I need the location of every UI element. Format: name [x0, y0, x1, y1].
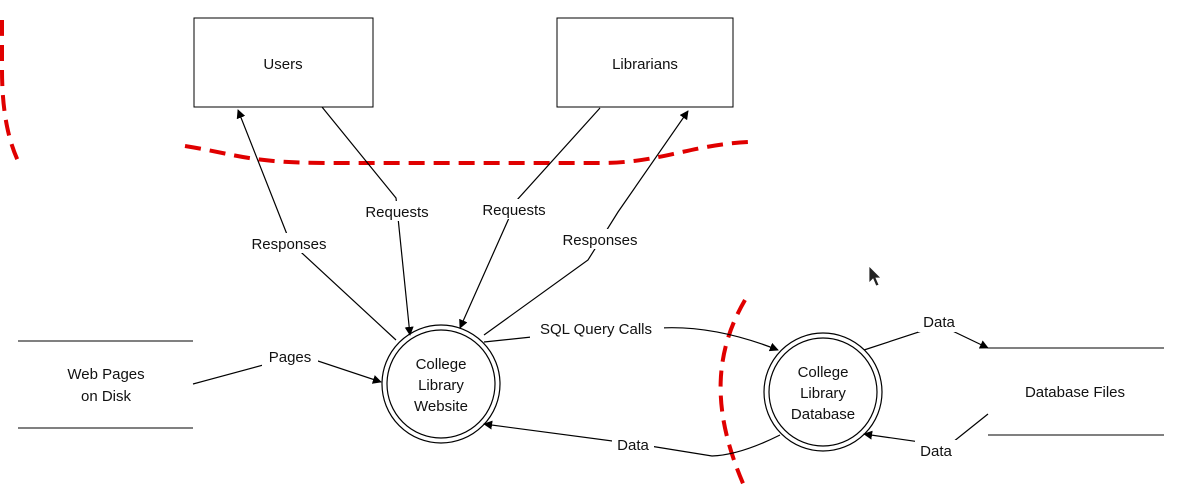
process-database-line1: College: [798, 364, 849, 381]
process-database-line2: Library: [800, 385, 846, 402]
entity-users[interactable]: Users: [193, 17, 374, 108]
flow-users-responses[interactable]: [236, 109, 397, 341]
trust-boundary-right: [718, 298, 747, 489]
label-users-requests: Requests: [365, 204, 428, 221]
label-librarians-responses: Responses: [562, 232, 637, 249]
store-web-pages-line1: Web Pages: [67, 366, 144, 383]
process-website-line2: Library: [418, 377, 464, 394]
entity-users-label: Users: [263, 56, 302, 73]
label-sql-calls: SQL Query Calls: [540, 321, 652, 338]
label-pages: Pages: [269, 349, 312, 366]
process-website-line3: Website: [414, 398, 468, 415]
flow-db-to-website[interactable]: [483, 420, 781, 457]
entity-librarians-label: Librarians: [612, 56, 678, 73]
mouse-cursor-icon: [868, 265, 882, 287]
process-website[interactable]: College Library Website: [381, 324, 501, 444]
label-db-to-files: Data: [923, 314, 955, 331]
store-web-pages[interactable]: Web Pages on Disk: [18, 340, 193, 429]
process-database-line3: Database: [791, 406, 855, 423]
trust-boundary-left: [0, 19, 22, 166]
entity-librarians[interactable]: Librarians: [556, 17, 734, 108]
label-db-to-website: Data: [617, 437, 649, 454]
store-database-files-label: Database Files: [1025, 384, 1125, 401]
label-users-responses: Responses: [251, 236, 326, 253]
store-database-files[interactable]: Database Files: [988, 347, 1164, 436]
flow-users-requests[interactable]: [321, 106, 414, 336]
process-database[interactable]: College Library Database: [763, 332, 883, 452]
label-librarians-requests: Requests: [482, 202, 545, 219]
trust-boundary-top: [184, 140, 749, 165]
process-website-line1: College: [416, 356, 467, 373]
store-web-pages-line2: on Disk: [81, 388, 132, 405]
label-files-to-db: Data: [920, 443, 952, 460]
flow-librarians-responses[interactable]: [483, 110, 689, 336]
